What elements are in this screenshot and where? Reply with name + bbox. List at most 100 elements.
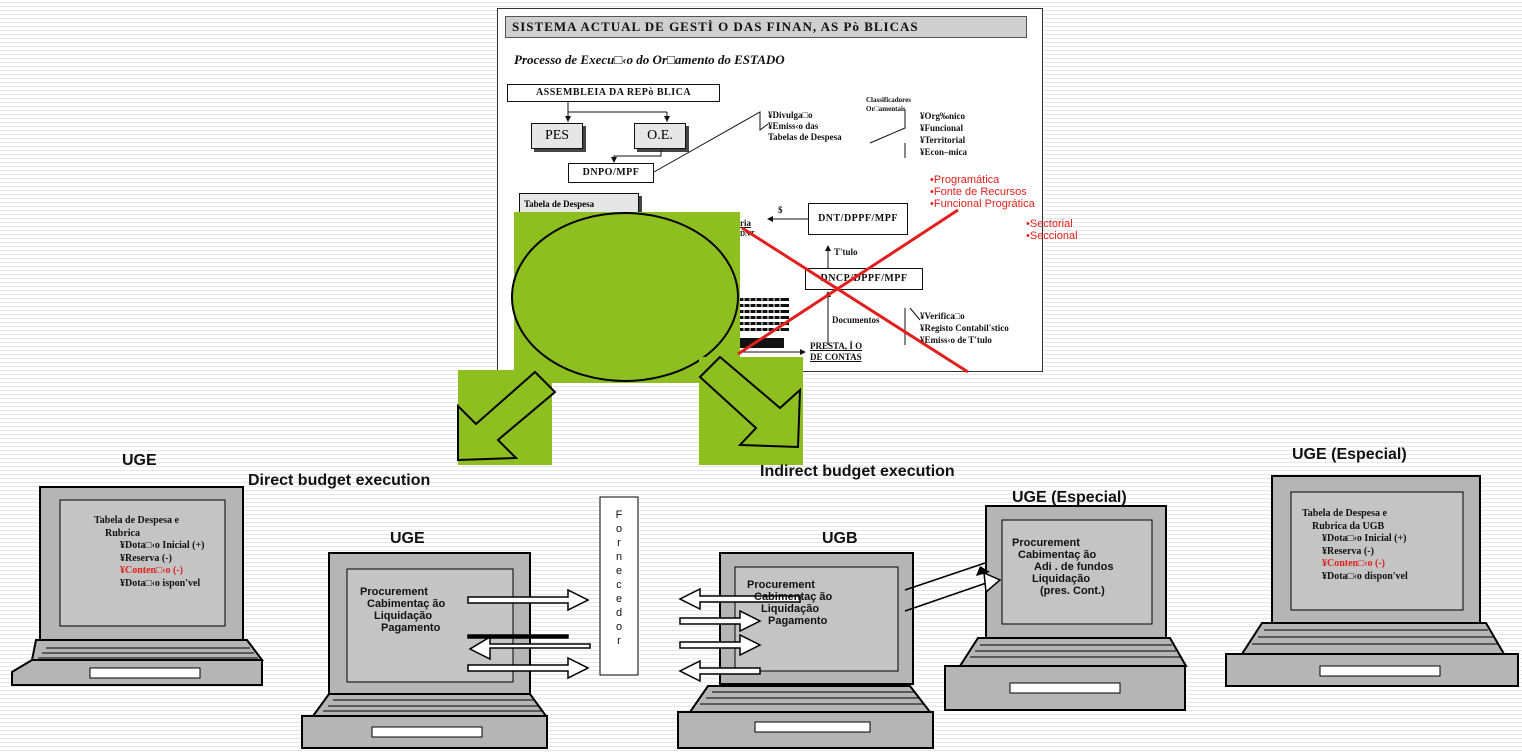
- fornecedor-letter: c: [616, 579, 622, 591]
- green-ellipse: [511, 212, 739, 382]
- class-item: ¥Territorial: [920, 135, 966, 145]
- divulga-line: ¥Emiss‹o das: [768, 121, 819, 131]
- assembleia-box: ASSEMBLEIA DA REPò BLICA: [507, 84, 720, 102]
- indirect-execution-label: Indirect budget execution: [760, 463, 955, 480]
- fornecedor-letter: r: [617, 537, 621, 549]
- red-item: •Funcional Progrática: [930, 198, 1035, 210]
- laptop-4-line: Liquidação: [1032, 573, 1091, 585]
- arrow-ugb-cabimentacao: [679, 609, 762, 633]
- laptop-5-icon: [1225, 475, 1519, 687]
- prestacao-line: DE CONTAS: [810, 352, 862, 362]
- red-cross-out: [737, 208, 969, 374]
- laptop-1-line: ¥Dota□‹o Inicial (+): [120, 540, 205, 551]
- laptop-3-line: Cabimentaç ão: [754, 591, 833, 603]
- dncp-box: DNCP/DPPF/MPF: [805, 268, 923, 290]
- fornecedor-letter: r: [617, 635, 621, 647]
- arrow-ugb-procurement: [678, 587, 801, 611]
- ugb-label: UGB: [822, 530, 858, 547]
- laptop-5-line: ¥Dota□‹o Inicial (+): [1322, 533, 1407, 544]
- laptop-3-line: Pagamento: [768, 615, 828, 627]
- laptop-1-line: ¥Reserva (-): [120, 552, 172, 564]
- laptop-2-line: Liquidação: [374, 610, 433, 622]
- document-stack-icon: [739, 298, 789, 348]
- dnpo-box: DNPO/MPF: [568, 163, 654, 183]
- dnt-box: DNT/DPPF/MPF: [808, 203, 908, 235]
- laptop-5-line: ¥Reserva (-): [1322, 545, 1374, 557]
- laptop-3-line: Procurement: [747, 579, 815, 591]
- prestacao-label: PRESTA, Ì O DE CONTAS: [810, 341, 862, 363]
- down-left-arrow-icon: [457, 370, 557, 462]
- classes-list: ¥Org‰nico ¥Funcional ¥Territorial ¥Econ–…: [920, 110, 967, 158]
- laptop-1-text: Tabela de Despesa e Rubrica ¥Dota□‹o Ini…: [94, 515, 205, 590]
- direct-execution-label: Direct budget execution: [248, 472, 431, 489]
- uge-mid-label: UGE: [390, 530, 425, 547]
- laptop-1-line: Tabela de Despesa e: [94, 515, 179, 526]
- laptop-5-line: Tabela de Despesa e: [1302, 508, 1387, 519]
- laptop-2-line: Cabimentaç ão: [367, 598, 446, 610]
- laptop-1-line: ¥Dota□‹o ispon'vel: [120, 577, 201, 589]
- laptop-4-line: Cabimentaç ão: [1018, 549, 1097, 561]
- especial-arrow-head: [983, 571, 1002, 594]
- class-item: ¥Econ–mica: [920, 147, 967, 157]
- laptop-5-text: Tabela de Despesa e Rubrica da UGB ¥Dota…: [1302, 508, 1408, 583]
- fornecedor-letter: F: [615, 509, 623, 521]
- red-item: •Seccional: [1026, 230, 1078, 242]
- laptop-4-icon: [944, 505, 1188, 711]
- verifica-item: ¥Verifica□o: [920, 311, 965, 321]
- classificadores-line: Classificadores: [866, 96, 911, 104]
- red-list: •Programática •Fonte de Recursos •Funcio…: [930, 174, 1035, 210]
- figure-title: SISTEMA ACTUAL DE GESTÌ O DAS FINAN, AS …: [505, 16, 1027, 38]
- verifica-list: ¥Verifica□o ¥Registo Contabil'stico ¥Emi…: [920, 310, 1009, 346]
- laptop-4-line: (pres. Cont.): [1040, 585, 1105, 597]
- red-item: •Programática: [930, 174, 1000, 186]
- classificadores-line: Or□amentais: [866, 105, 906, 113]
- fornecedor-letter: o: [615, 523, 623, 535]
- laptop-3-text: Procurement Cabimentaç ão Liquidação Pag…: [747, 579, 832, 627]
- fornecedor-letter: o: [615, 621, 623, 633]
- prestacao-line: PRESTA, Ì O: [810, 341, 863, 351]
- oe-doc: O.E.: [634, 123, 686, 149]
- laptop-2-text: Procurement Cabimentaç ão Liquidação Pag…: [360, 586, 445, 634]
- laptop-4-line: Adi . de fundos: [1034, 561, 1114, 573]
- laptop-5-line: ¥Conten□‹o (-): [1322, 558, 1385, 569]
- dnpo-divulga-bracket: [653, 111, 769, 173]
- class-item: ¥Funcional: [920, 123, 964, 133]
- dnt-small-label: DNT: [740, 230, 755, 238]
- dollar-label: $: [778, 205, 783, 215]
- laptop-5-line: Rubrica da UGB: [1312, 520, 1385, 532]
- laptop-1-line: ¥Conten□‹o (-): [120, 565, 183, 576]
- fornecedor-letter: e: [615, 565, 623, 577]
- laptop-1-line: Rubrica: [105, 527, 140, 539]
- fornecedor-letter: n: [615, 551, 623, 563]
- figure-subtitle: Processo de Execu□‹o do Or□amento do EST…: [514, 52, 785, 67]
- laptop-4-line: Procurement: [1012, 537, 1080, 549]
- ria-label: ria: [740, 218, 751, 228]
- uge-especial-right-label: UGE (Especial): [1292, 446, 1407, 463]
- laptop-4-text: Procurement Cabimentaç ão Adi . de fundo…: [1012, 537, 1113, 597]
- uge-especial-mid-label: UGE (Especial): [1012, 489, 1127, 506]
- arrow-pagamento-out: [467, 656, 590, 680]
- uge-left-label: UGE: [122, 452, 157, 469]
- divulga-line: ¥Divulga□o: [768, 110, 813, 120]
- laptop-2-line: Procurement: [360, 586, 428, 598]
- verifica-item: ¥Emiss‹o de T'tulo: [920, 335, 992, 345]
- divulga-line: Tabelas de Despesa: [768, 132, 842, 142]
- documentos-label: Documentos: [832, 315, 880, 325]
- fornecedor-box: [599, 496, 639, 676]
- red-sublist: •Sectorial •Seccional: [1026, 218, 1078, 242]
- red-item: •Sectorial: [1026, 218, 1073, 230]
- laptop-1-icon: [11, 486, 264, 686]
- class-item: ¥Org‰nico: [920, 111, 965, 121]
- fornecedor-letter: d: [615, 607, 623, 619]
- laptop-3-line: Liquidação: [761, 603, 820, 615]
- ugb-especial-link: [904, 562, 996, 612]
- red-item: •Fonte de Recursos: [930, 186, 1027, 198]
- titulo-label: T'tulo: [834, 247, 858, 257]
- down-right-arrow-icon: [698, 355, 802, 449]
- laptop-2-line: Pagamento: [381, 622, 441, 634]
- arrow-procurement-out: [467, 588, 590, 612]
- classificadores-label: Classificadores Or□amentais: [866, 96, 911, 114]
- arrow-ugb-liquidacao: [679, 633, 762, 657]
